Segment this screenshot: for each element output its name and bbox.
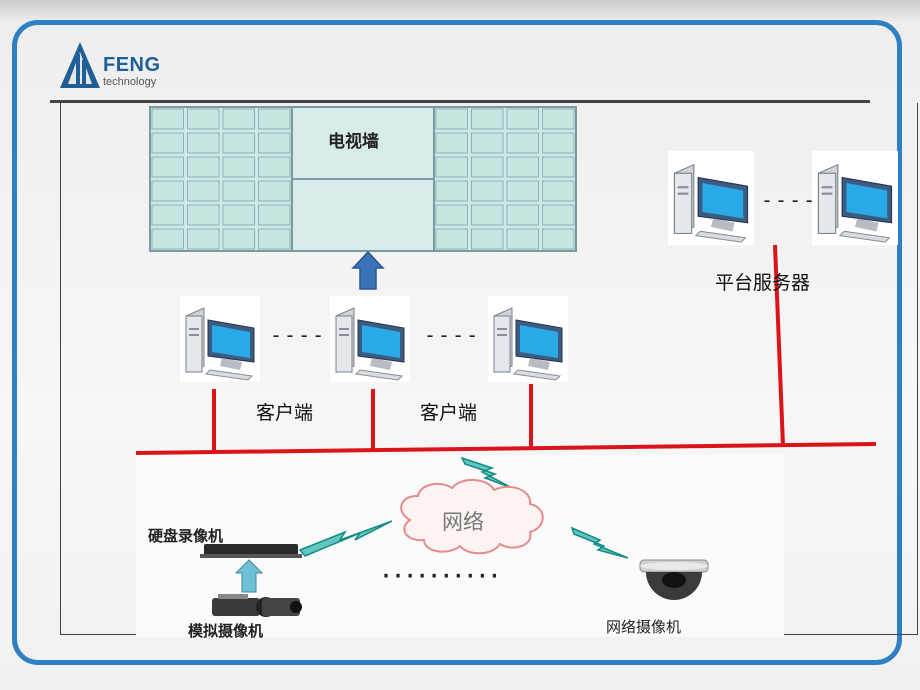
slide-frame [12,20,902,665]
video-wall-cell [506,132,539,154]
video-wall-cell [471,180,504,202]
client-label-2: 客户端 [420,402,478,424]
video-wall-label: 电视墙 [328,132,379,152]
video-wall-cell [542,180,575,202]
video-wall-cell [506,108,539,130]
video-wall-cell [151,204,184,226]
video-wall-cell [258,156,291,178]
nvr-label: 硬盘录像机 [148,527,224,545]
video-wall-cell [258,132,291,154]
feng-logo-icon [60,42,100,88]
video-wall [149,106,577,252]
lightning-icon [460,456,513,489]
client-computer-3 [488,296,568,382]
dvr-recorder-icon [200,544,302,558]
video-wall-cell [435,132,468,154]
client-connector-dashes-1: ---- [270,323,327,347]
monitor-computer-icon [185,307,255,381]
video-wall-cell [542,156,575,178]
server-connector-dashes: ---- [761,188,818,212]
video-wall-cell [187,180,220,202]
video-wall-cell [222,204,255,226]
video-wall-cell [471,228,504,250]
video-wall-cell [258,228,291,250]
video-wall-cell [151,132,184,154]
device-ellipsis: ·········· [380,564,501,588]
dome-camera-icon [639,559,709,600]
video-wall-grid [151,108,575,250]
video-wall-cell [506,156,539,178]
platform-server-2 [812,151,898,245]
analog-camera-icon [212,594,302,617]
video-wall-cell [471,156,504,178]
platform-server-1 [668,151,754,245]
monitor-computer-icon [493,307,563,381]
video-wall-cell [187,228,220,250]
video-wall-cell [222,180,255,202]
client-computer-1 [180,296,260,382]
client-connector-dashes-2: ---- [424,323,481,347]
video-wall-cell [187,204,220,226]
video-wall-cell [542,132,575,154]
video-wall-cell [435,180,468,202]
video-wall-cell [151,180,184,202]
up-arrow-icon [234,559,264,593]
video-wall-cell [435,156,468,178]
network-label: 网络 [442,510,484,534]
video-wall-cell [506,228,539,250]
up-arrow-icon [351,250,385,290]
video-wall-cell [222,108,255,130]
video-wall-cell [435,108,468,130]
video-wall-cell [187,156,220,178]
brand-subtitle: technology [103,76,157,88]
cloud-icon [400,479,544,555]
video-wall-cell [542,228,575,250]
lightning-icon [298,520,393,557]
network-lines [135,244,877,455]
lightning-icon [570,526,629,559]
client-label-1: 客户端 [256,402,314,424]
video-wall-cell [222,156,255,178]
video-wall-cell [222,132,255,154]
video-wall-cell [258,204,291,226]
video-wall-cell [151,108,184,130]
video-wall-cell [187,132,220,154]
video-wall-cell [258,180,291,202]
video-wall-cell [542,204,575,226]
brand-logo: FENG technology [58,40,173,92]
video-wall-cell [151,156,184,178]
monitor-computer-icon [335,307,405,381]
monitor-computer-icon [817,163,893,243]
video-wall-cell [471,108,504,130]
video-wall-cell [222,228,255,250]
brand-name: FENG [103,54,161,76]
video-wall-cell [471,132,504,154]
header-divider [50,100,870,103]
video-wall-cell [151,228,184,250]
video-wall-cell [506,180,539,202]
video-wall-cell [187,108,220,130]
video-wall-cell [435,228,468,250]
video-wall-cell [258,108,291,130]
platform-server-label: 平台服务器 [715,272,811,294]
ip-camera-label: 网络摄像机 [606,618,682,636]
monitor-computer-icon [673,163,749,243]
video-wall-cell [471,204,504,226]
analog-camera-label: 模拟摄像机 [188,622,264,640]
video-wall-cell [506,204,539,226]
video-wall-cell [542,108,575,130]
client-computer-2 [330,296,410,382]
video-wall-cell [435,204,468,226]
